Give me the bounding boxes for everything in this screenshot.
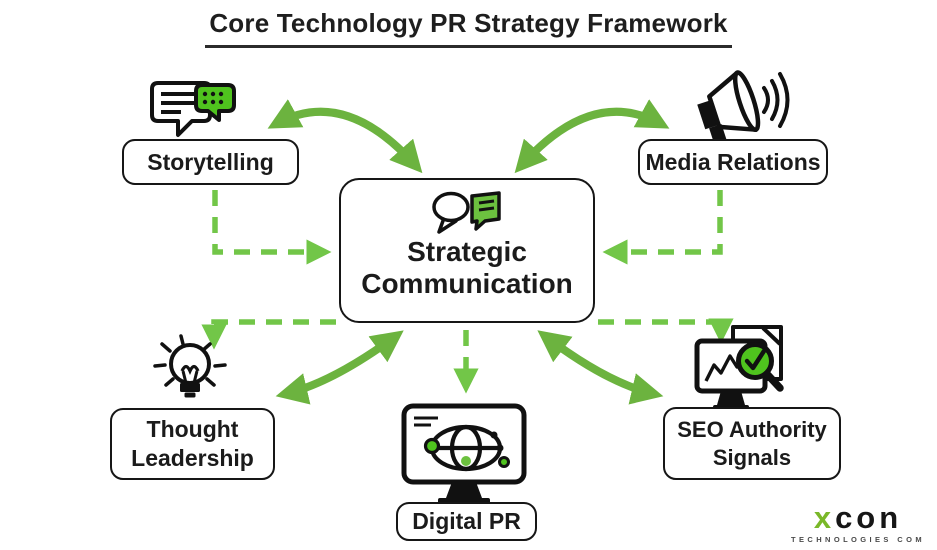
node-storytelling-label: Storytelling <box>147 148 274 175</box>
arrow-thought-center <box>275 330 404 405</box>
center-label-line1: Strategic <box>407 236 527 267</box>
title-area: Core Technology PR Strategy Framework <box>0 8 937 48</box>
node-seo-label-line2: Signals <box>712 444 792 470</box>
xcon-logo-wordmark: xcon <box>791 502 925 533</box>
node-digital-pr: Digital PR <box>396 502 537 541</box>
page-title: Core Technology PR Strategy Framework <box>205 8 732 48</box>
center-label-line2: Communication <box>361 268 573 300</box>
node-seo-label-line1: SEO Authority <box>677 417 827 442</box>
xcon-logo: xcon TECHNOLOGIES COM <box>791 502 925 544</box>
monitor-magnifier-icon <box>694 325 784 411</box>
logo-letters-con: con <box>835 500 903 535</box>
node-thought-label-line1: Thought <box>146 416 239 443</box>
megaphone-icon <box>697 70 790 142</box>
node-media-relations-label: Media Relations <box>645 148 821 175</box>
dashed-arrow-media-center <box>602 190 723 265</box>
logo-letter-x: x <box>813 500 836 535</box>
node-storytelling: Storytelling <box>122 139 299 185</box>
dashed-arrow-storytelling-center <box>212 190 332 265</box>
speech-bubbles-icon <box>150 81 236 137</box>
dashed-arrow-center-thought <box>201 319 336 350</box>
node-thought-label-line2: Leadership <box>131 445 254 471</box>
node-thought-leadership: Thought Leadership <box>110 408 275 480</box>
monitor-globe-icon <box>401 403 527 504</box>
node-digital-pr-label: Digital PR <box>412 508 521 535</box>
xcon-logo-tagline: TECHNOLOGIES COM <box>791 535 925 544</box>
node-media-relations: Media Relations <box>638 139 828 185</box>
lightbulb-icon <box>153 334 227 398</box>
chat-bubbles-icon <box>432 191 501 234</box>
arrow-center-seo <box>537 330 664 405</box>
node-strategic-communication: Strategic Communication <box>339 178 595 323</box>
node-seo-authority-signals: SEO Authority Signals <box>663 407 841 480</box>
